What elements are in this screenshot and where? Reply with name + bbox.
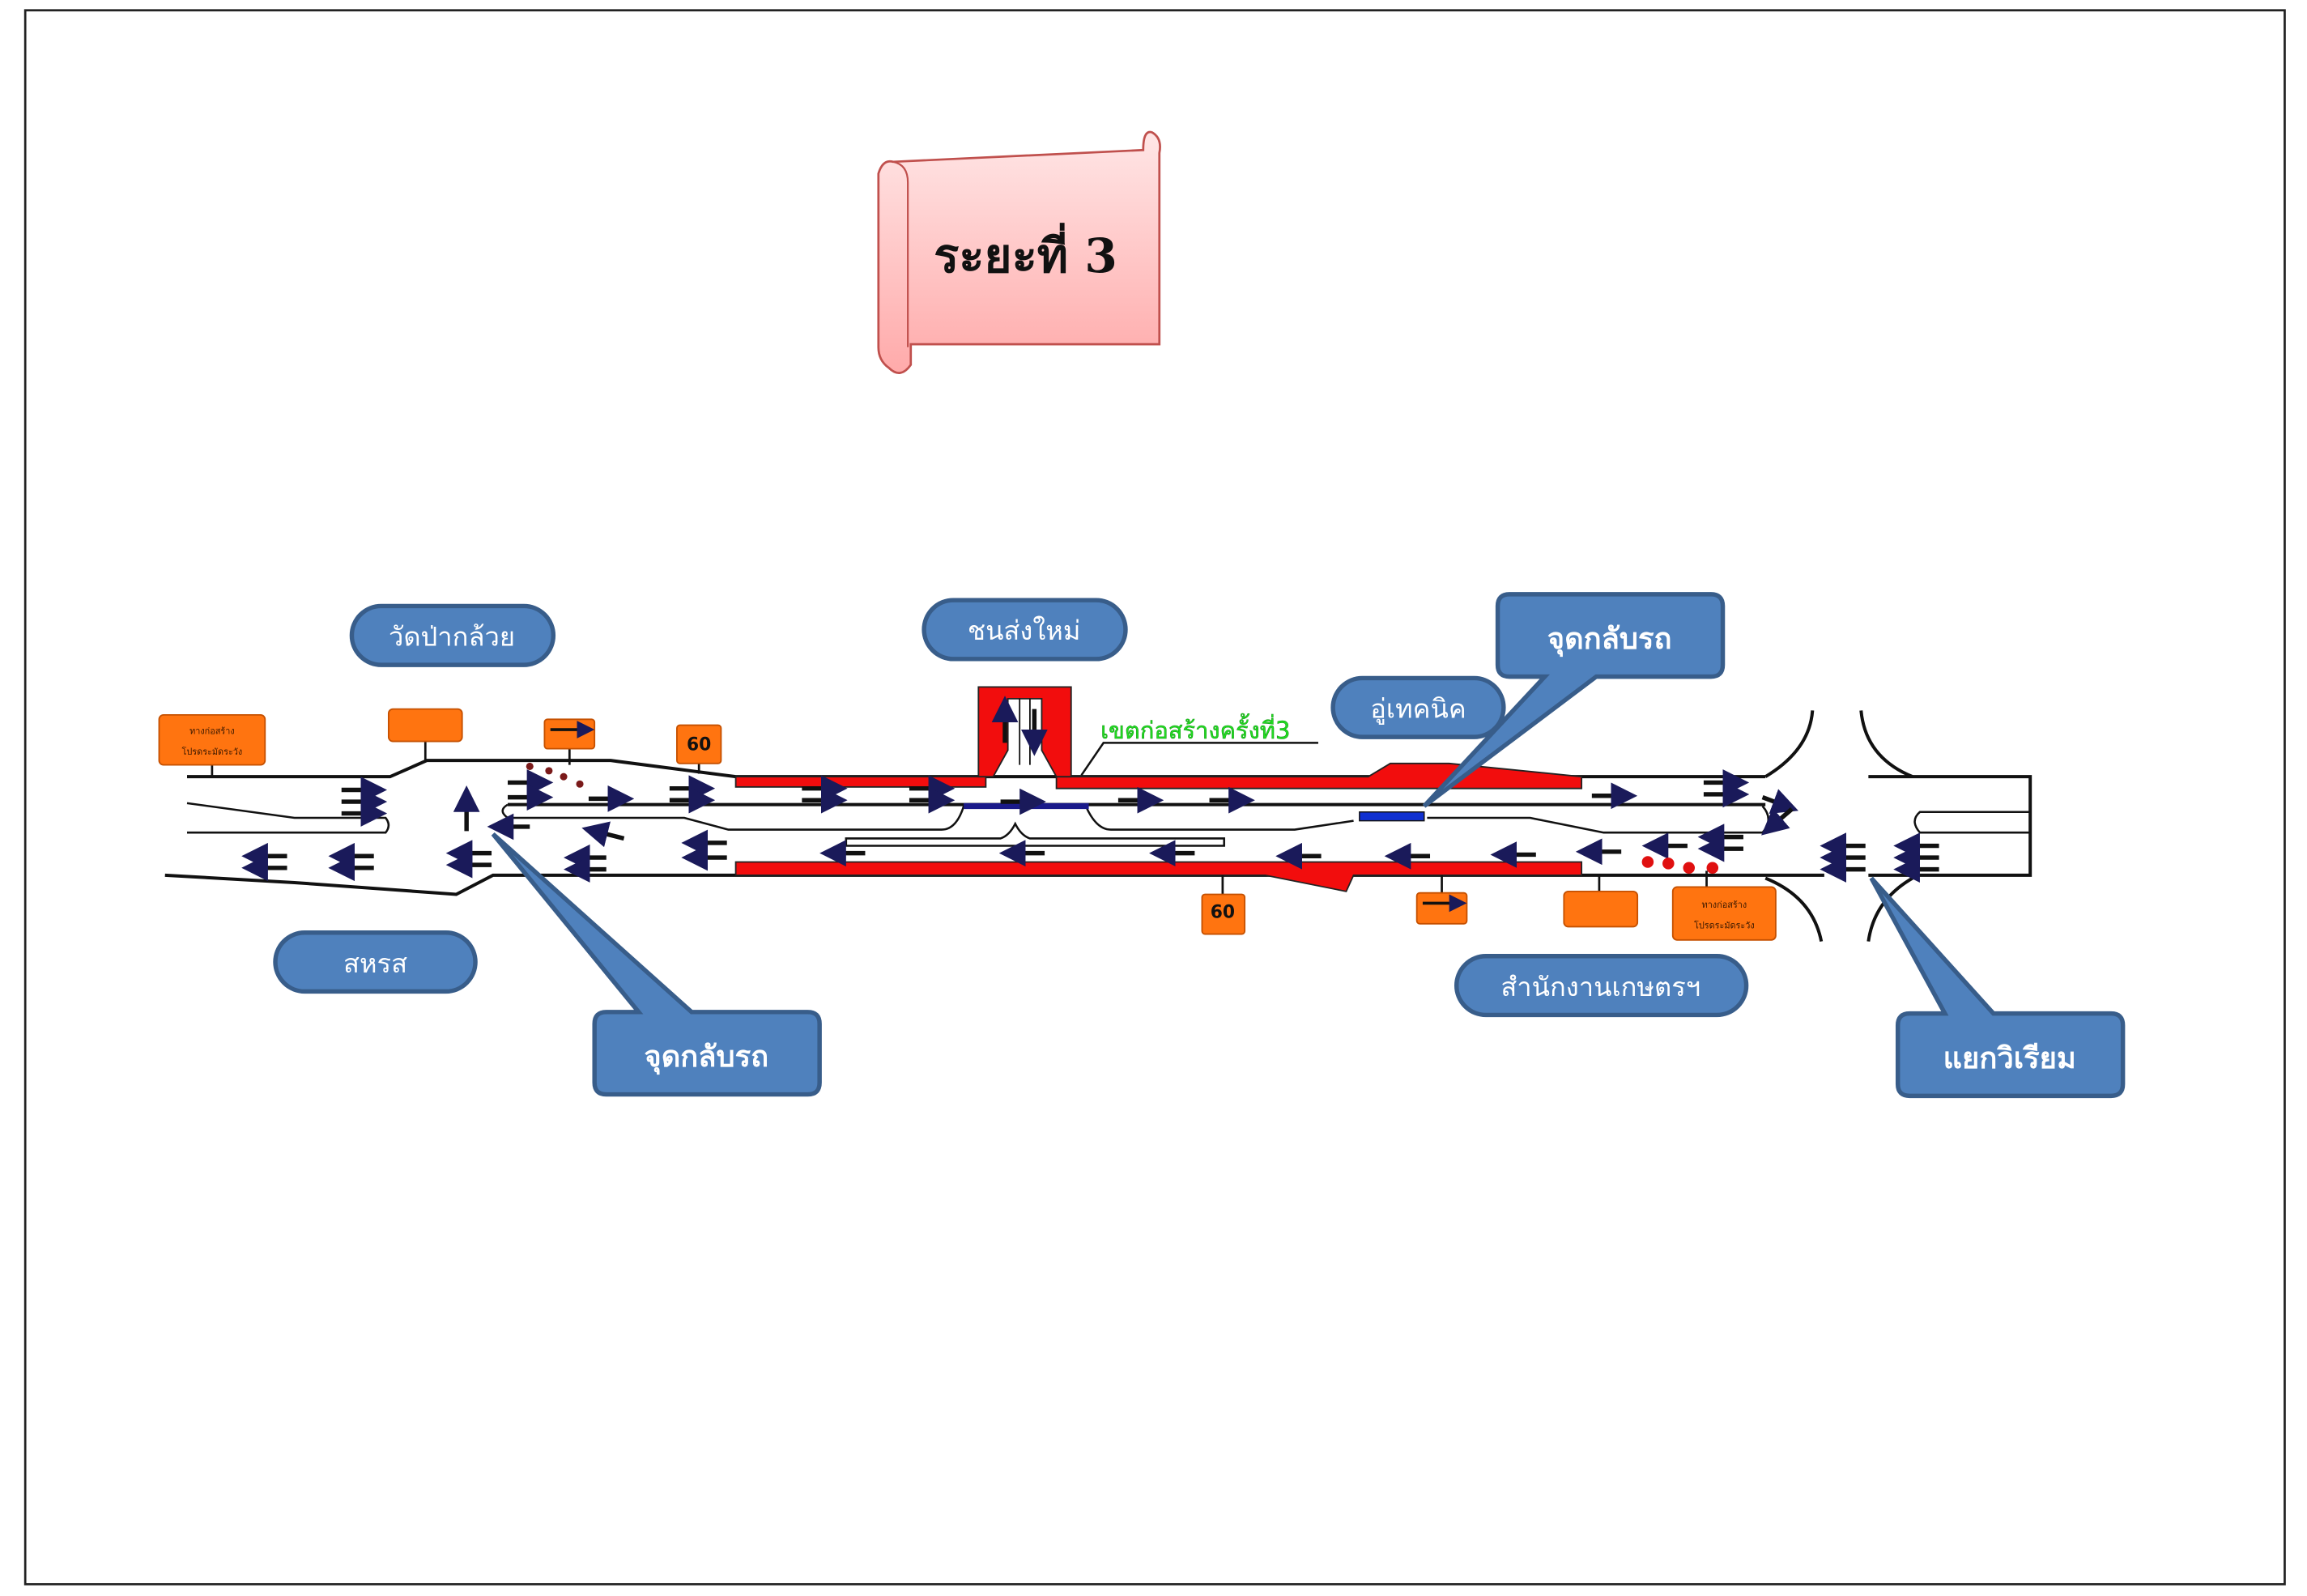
title-banner: ระยะที่ 3 — [877, 130, 1161, 374]
speed-limit-sign-top: 60 — [676, 724, 722, 774]
traffic-arrow-icon — [1761, 807, 1794, 836]
traffic-arrow-icon — [581, 821, 625, 848]
svg-text:จุดกลับรถ: จุดกลับรถ — [644, 1039, 768, 1075]
callout-u-turn-top: จุดกลับรถ — [1422, 592, 1726, 808]
svg-text:จุดกลับรถ: จุดกลับรถ — [1547, 621, 1672, 658]
label-chon-song-mai: ชนส่งใหม่ — [922, 598, 1128, 662]
svg-text:60: 60 — [687, 734, 711, 755]
svg-text:สหรส: สหรส — [343, 948, 407, 979]
u-turn-point-marker — [1359, 811, 1425, 822]
svg-text:ทางก่อสร้าง: ทางก่อสร้าง — [1702, 900, 1747, 910]
traffic-arrow-icon — [1761, 789, 1798, 815]
label-u-thechnik: อู่เทคนิค — [1330, 675, 1506, 739]
svg-text:โปรดระมัดระวัง: โปรดระมัดระวัง — [182, 747, 243, 757]
svg-text:สำนักงานเกษตรฯ: สำนักงานเกษตรฯ — [1500, 972, 1700, 1002]
warning-sign — [387, 708, 463, 761]
svg-text:ชนส่งใหม่: ชนส่งใหม่ — [968, 615, 1081, 646]
svg-text:60: 60 — [1211, 903, 1235, 923]
label-wat-pa-kluai: วัดป่ากล้วย — [349, 603, 556, 667]
warning-sign-right — [1563, 875, 1639, 928]
label-sahoros: สหรส — [273, 930, 478, 994]
svg-text:อู่เทคนิค: อู่เทคนิค — [1370, 693, 1466, 725]
page-border — [23, 9, 2286, 1585]
traffic-arrows — [241, 696, 1939, 883]
svg-text:โปรดระมัดระวัง: โปรดระมัดระวัง — [1694, 920, 1755, 930]
construction-sign-right: ทางก่อสร้าง โปรดระมัดระวัง — [1671, 870, 1777, 941]
detour-sign-right — [1415, 875, 1468, 925]
svg-text:ทางก่อสร้าง: ทางก่อสร้าง — [189, 726, 235, 736]
svg-text:แยกวิเรียม: แยกวิเรียม — [1943, 1041, 2076, 1075]
speed-limit-sign-bottom: 60 — [1201, 875, 1246, 935]
svg-text:วัดป่ากล้วย: วัดป่ากล้วย — [389, 621, 515, 652]
callout-yaek-wiriam: แยกวิเรียม — [1869, 876, 2126, 1099]
detour-sign-left — [543, 718, 596, 765]
label-office: สำนักงานเกษตรฯ — [1454, 954, 1749, 1018]
callout-u-turn-bottom: จุดกลับรถ — [491, 832, 822, 1097]
traffic-cones — [526, 762, 1719, 875]
construction-sign-left: ทางก่อสร้าง โปรดระมัดระวัง — [158, 713, 266, 777]
page-title: ระยะที่ 3 — [934, 223, 1117, 283]
construction-zone-label: เขตก่อสร้างครั้งที่3 — [1100, 713, 1290, 744]
